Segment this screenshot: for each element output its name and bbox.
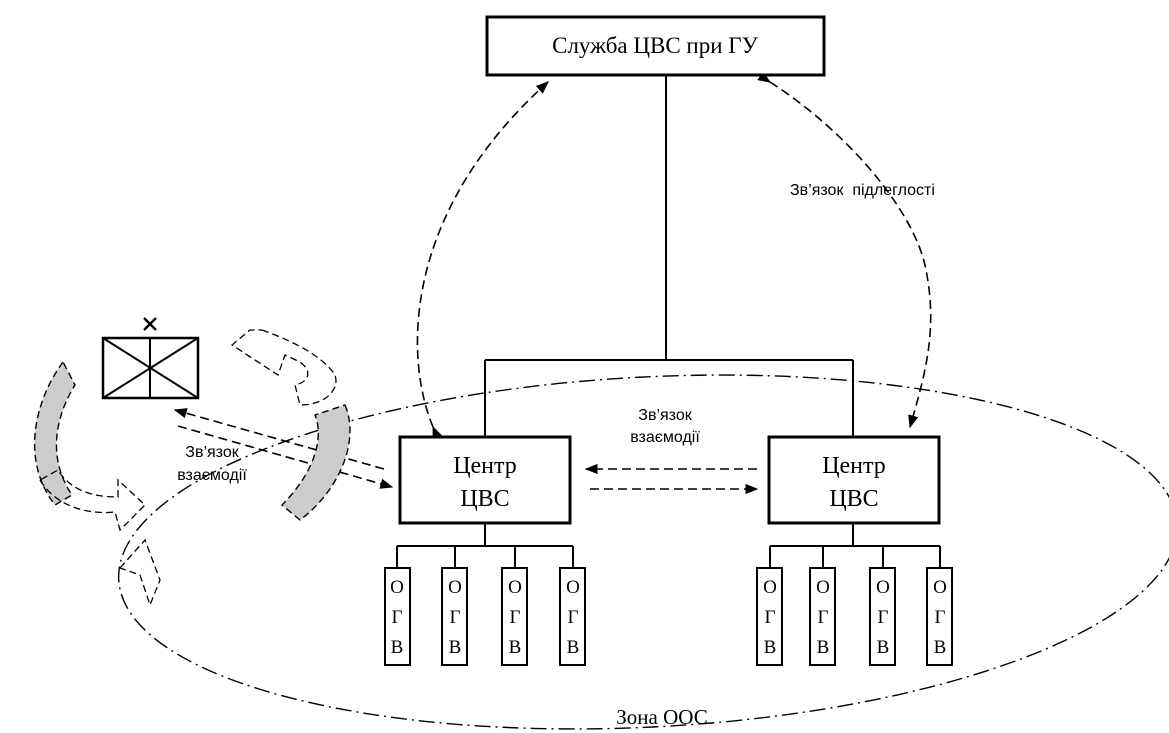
- svg-text:В: В: [509, 637, 522, 658]
- svg-text:В: В: [764, 637, 777, 658]
- svg-text:Г: Г: [818, 607, 829, 628]
- center-node-left: Центр ЦВС: [398, 435, 572, 525]
- interaction-link-to-unit: [173, 408, 385, 470]
- headquarters-label: Служба ЦВС при ГУ: [552, 33, 758, 58]
- headquarters-node: Служба ЦВС при ГУ: [485, 15, 826, 77]
- crossed-box-icon: [101, 317, 200, 400]
- svg-text:О: О: [508, 577, 522, 598]
- svg-text:Г: Г: [935, 607, 946, 628]
- center-right-line2: ЦВС: [829, 486, 878, 512]
- center-right-line1: Центр: [822, 453, 886, 479]
- svg-text:О: О: [933, 577, 947, 598]
- center-node-right: Центр ЦВС: [767, 435, 941, 525]
- svg-text:В: В: [817, 637, 830, 658]
- ogv-unit-left-1: О Г В: [384, 567, 411, 666]
- ogv-unit-left-4: О Г В: [559, 567, 586, 666]
- interaction-center-label-line2: взаємодії: [630, 429, 700, 446]
- ogv-unit-right-4: О Г В: [926, 567, 953, 666]
- svg-text:Г: Г: [568, 607, 579, 628]
- ogv-unit-right-3: О Г В: [869, 567, 896, 666]
- subordination-label: Зв’язок підлеглості: [790, 182, 935, 199]
- svg-text:В: В: [449, 637, 462, 658]
- subordination-link-left: [416, 81, 549, 440]
- svg-text:В: В: [877, 637, 890, 658]
- svg-text:О: О: [390, 577, 404, 598]
- center-left-line2: ЦВС: [460, 486, 509, 512]
- svg-text:Г: Г: [510, 607, 521, 628]
- svg-text:О: О: [566, 577, 580, 598]
- svg-text:Г: Г: [878, 607, 889, 628]
- cycle-arrow-icon: [33, 329, 351, 607]
- ogv-unit-left-2: О Г В: [441, 567, 468, 666]
- interaction-left-label-line2: взаємодії: [177, 467, 247, 484]
- svg-text:Г: Г: [450, 607, 461, 628]
- interaction-left-label-line1: Зв’язок: [185, 444, 239, 461]
- svg-text:В: В: [567, 637, 580, 658]
- svg-text:О: О: [816, 577, 830, 598]
- center-left-line1: Центр: [453, 453, 517, 479]
- ogv-unit-left-3: О Г В: [501, 567, 528, 666]
- interaction-center-label-line1: Зв’язок: [638, 407, 692, 424]
- ogv-unit-right-1: О Г В: [756, 567, 783, 666]
- svg-text:О: О: [763, 577, 777, 598]
- svg-text:О: О: [448, 577, 462, 598]
- svg-text:В: В: [391, 637, 404, 658]
- zone-label: Зона ООС: [616, 705, 707, 729]
- svg-text:В: В: [934, 637, 947, 658]
- subordination-link-right: [757, 71, 932, 429]
- interaction-link-to-center: [177, 425, 394, 489]
- svg-text:О: О: [876, 577, 890, 598]
- svg-text:Г: Г: [392, 607, 403, 628]
- svg-text:Г: Г: [765, 607, 776, 628]
- ogv-unit-right-2: О Г В: [809, 567, 836, 666]
- zone-ellipse: [117, 374, 1169, 730]
